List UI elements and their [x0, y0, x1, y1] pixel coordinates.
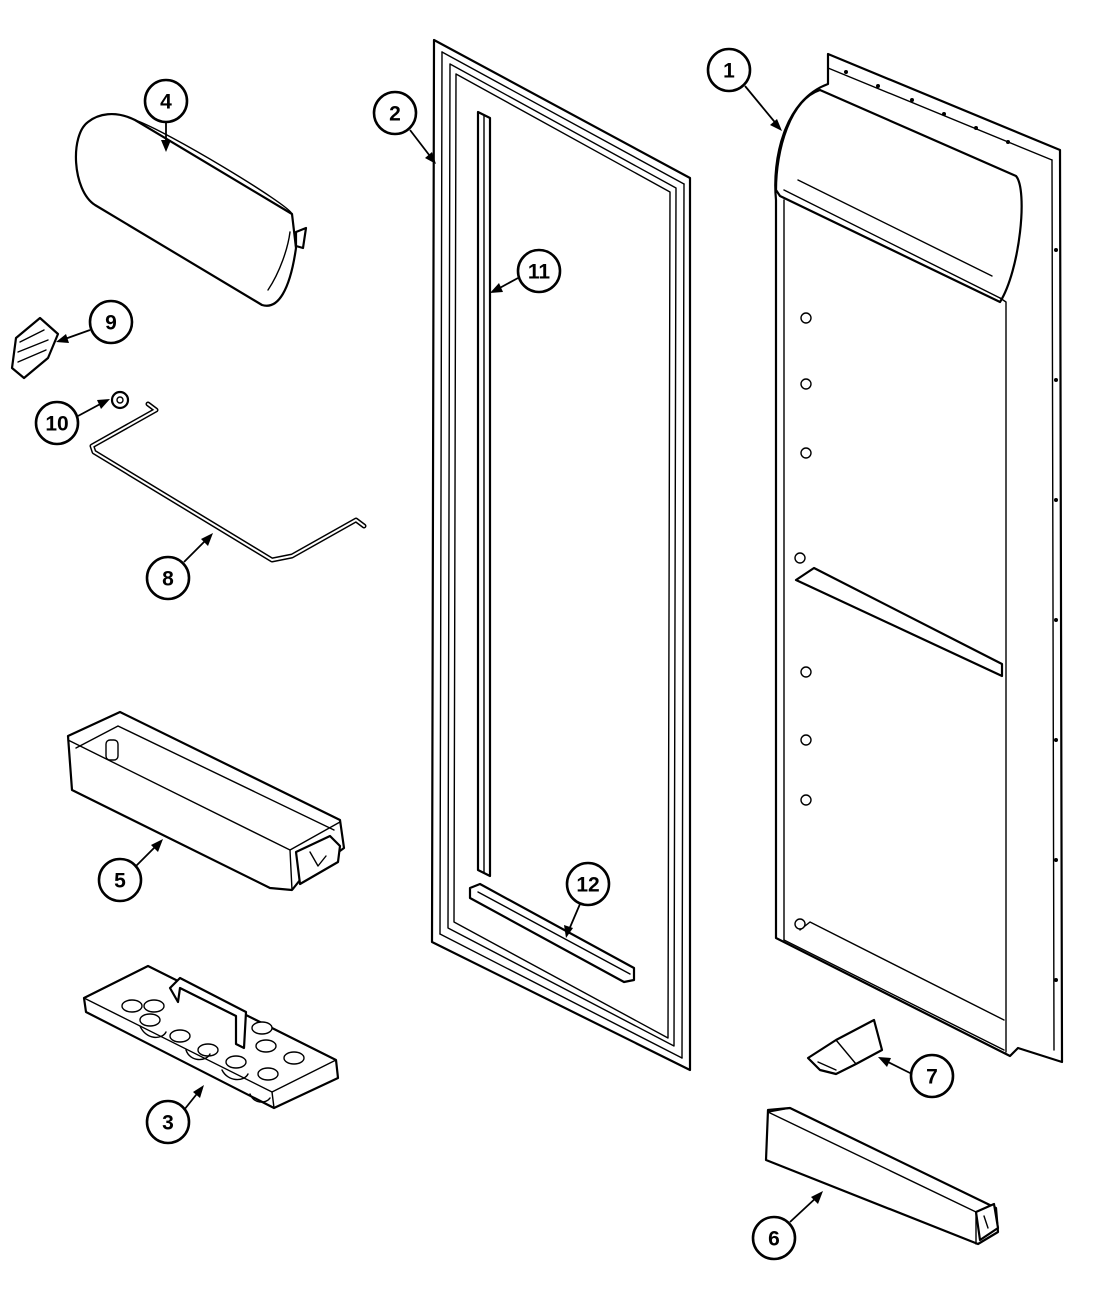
- callout-12: 12: [564, 861, 611, 938]
- callout-10: 10: [34, 399, 110, 446]
- egg-cups: [121, 999, 305, 1081]
- part-2-gasket: [430, 38, 692, 1072]
- part-11-strip: [476, 110, 492, 878]
- part-1-door-liner: [774, 52, 1064, 1064]
- callout-1: 1: [706, 47, 782, 131]
- part-5-bin: [66, 710, 346, 892]
- screw-dots: [844, 70, 1058, 982]
- callout-6-label: 6: [768, 1228, 780, 1251]
- callout-9: 9: [56, 299, 134, 345]
- callout-10-label: 10: [45, 413, 68, 436]
- callout-1-label: 1: [723, 60, 735, 83]
- shelf-holes: [794, 312, 812, 930]
- callout-12-label: 12: [576, 874, 599, 897]
- callout-4-label: 4: [160, 91, 172, 114]
- part-10-nut: [110, 390, 130, 410]
- callout-3: 3: [145, 1085, 204, 1145]
- part-12-bottom-strip: [468, 882, 636, 984]
- callout-3-label: 3: [162, 1112, 174, 1135]
- part-4-cover: [74, 113, 308, 307]
- callout-2-label: 2: [389, 103, 401, 126]
- callout-4: 4: [143, 78, 189, 152]
- callout-2: 2: [372, 90, 436, 164]
- part-8-rod: [89, 401, 367, 563]
- callout-7: 7: [878, 1053, 955, 1099]
- part-9-hinge: [10, 316, 60, 380]
- part-6-door-bin: [764, 1106, 1000, 1246]
- part-3-egg-tray: [82, 964, 340, 1110]
- callout-11: 11: [490, 248, 562, 294]
- callout-7-label: 7: [926, 1066, 938, 1089]
- callout-9-label: 9: [105, 312, 117, 335]
- callout-8: 8: [145, 533, 213, 601]
- callout-8-label: 8: [162, 568, 174, 591]
- callout-11-label: 11: [528, 261, 551, 284]
- callout-6: 6: [751, 1191, 823, 1261]
- part-7-clip: [806, 1018, 884, 1076]
- callout-5-label: 5: [114, 870, 126, 893]
- callout-5: 5: [97, 839, 163, 903]
